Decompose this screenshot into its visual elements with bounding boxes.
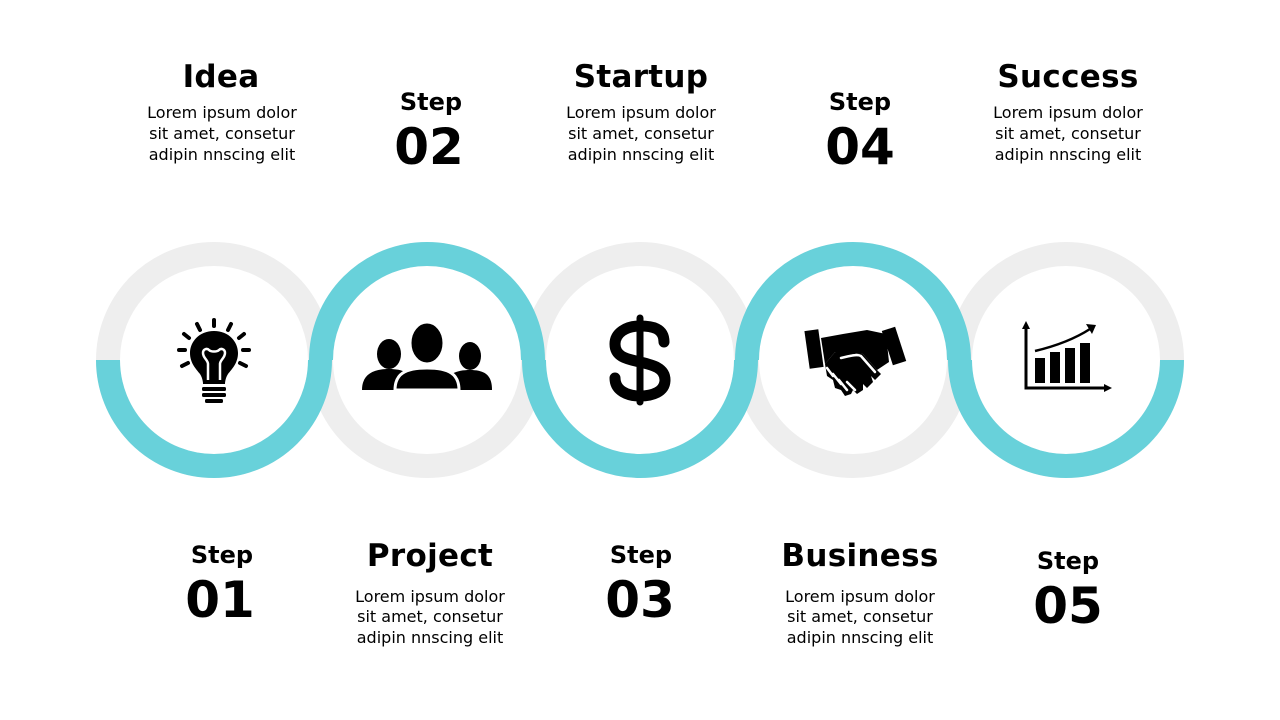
step-1-description-line-2: sit amet, consetur: [149, 124, 295, 143]
step-2-description-line-3: adipin nnscing elit: [356, 628, 504, 647]
ring-highlight-3: [522, 359, 758, 478]
step-3-label: Step: [609, 541, 673, 569]
step-2-description-line-2: sit amet, consetur: [357, 607, 503, 626]
step-5-description-line-2: sit amet, consetur: [995, 124, 1141, 143]
step-4-number: 04: [825, 118, 895, 176]
step-4-label: Step: [828, 88, 892, 116]
step-1-title: Idea: [182, 59, 260, 95]
step-2-title: Project: [366, 538, 494, 574]
step-4-description-line-3: adipin nnscing elit: [786, 628, 934, 647]
step-3-title: Startup: [573, 59, 709, 95]
lightbulb-icon: [177, 318, 251, 403]
step-5-number: 05: [1033, 577, 1103, 635]
step-5-description-line-3: adipin nnscing elit: [994, 145, 1142, 164]
step-4-title: Business: [781, 538, 939, 574]
step-5-label: Step: [1036, 547, 1100, 575]
growth-chart-icon: [1022, 321, 1112, 392]
handshake-icon: [804, 326, 907, 396]
team-icon: [362, 320, 492, 392]
ring-highlight-1: [96, 359, 332, 478]
step-2-number: 02: [394, 118, 464, 176]
step-5-description-line-1: Lorem ipsum dolor: [993, 103, 1143, 122]
step-2-description-line-1: Lorem ipsum dolor: [355, 587, 505, 606]
step-1-label: Step: [190, 541, 254, 569]
step-4-description-line-2: sit amet, consetur: [787, 607, 933, 626]
dollar-icon: [609, 314, 671, 406]
step-3-number: 03: [605, 571, 675, 629]
ring-highlight-4: [735, 242, 971, 361]
ring-highlight-5: [948, 359, 1184, 478]
step-2-label: Step: [399, 88, 463, 116]
step-1-description-line-1: Lorem ipsum dolor: [147, 103, 297, 122]
step-1-number: 01: [185, 571, 255, 629]
step-4-description-line-1: Lorem ipsum dolor: [785, 587, 935, 606]
ring-highlight-2: [309, 242, 545, 361]
step-3-description-line-1: Lorem ipsum dolor: [566, 103, 716, 122]
step-5-title: Success: [997, 59, 1139, 95]
step-1-description-line-3: adipin nnscing elit: [148, 145, 296, 164]
step-3-description-line-2: sit amet, consetur: [568, 124, 714, 143]
step-3-description-line-3: adipin nnscing elit: [567, 145, 715, 164]
